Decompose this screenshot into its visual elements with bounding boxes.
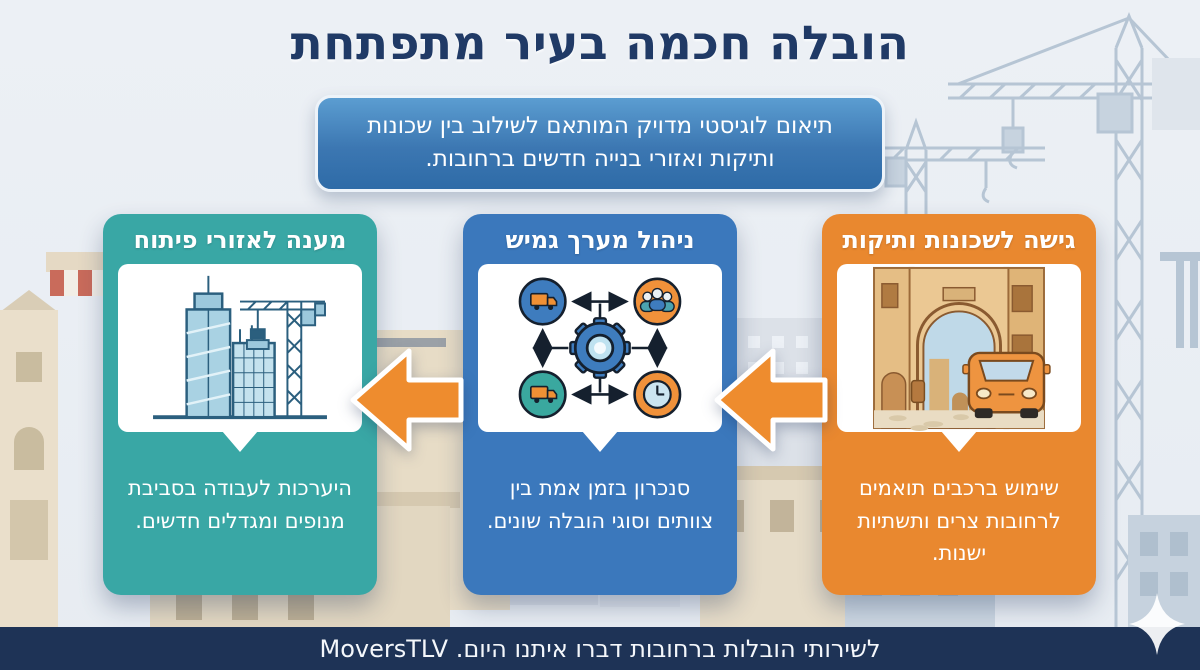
team-node (633, 277, 682, 326)
page-title: הובלה חכמה בעיר מתפתחת (290, 16, 910, 71)
truck-icon (530, 385, 558, 403)
flow-arrow-right (714, 348, 828, 452)
footer-bar: לשירותי הובלות ברחובות דברו איתנו היום. … (0, 627, 1200, 670)
card-body-neighborhoods: שימוש ברכבים תואמים לרחובות צרים ותשתיות… (857, 476, 1061, 566)
card-flexible-management: ניהול מערך גמיש (463, 214, 737, 595)
subtitle-banner: תיאום לוגיסטי מדויק המותאם לשילוב בין שכ… (315, 95, 885, 192)
team-icon (639, 287, 675, 313)
sparkle-icon (1129, 593, 1185, 655)
tower-icon (185, 275, 232, 419)
card-body-management: סנכרון בזמן אמת בין צוותים וסוגי הובלה ש… (486, 476, 714, 533)
panel-neighborhoods-illustration (837, 264, 1081, 432)
card-body-development: היערכות לעבודה בסביבת מנופים ומגדלים חדש… (127, 476, 353, 533)
truck-node-blue (518, 277, 567, 326)
logistics-network-diagram (518, 277, 682, 419)
footer-text: לשירותי הובלות ברחובות דברו איתנו היום. … (319, 634, 881, 663)
flow-arrow-left (350, 348, 464, 452)
card-title-neighborhoods: גישה לשכונות ותיקות (842, 226, 1076, 254)
card-title-management: ניהול מערך גמיש (505, 226, 695, 254)
van-icon (962, 351, 1051, 419)
truck-icon (530, 292, 558, 311)
card-development-areas: מענה לאזורי פיתוח (103, 214, 377, 595)
connector-arrows (532, 291, 668, 405)
clock-node (633, 370, 682, 419)
truck-node-teal (518, 370, 567, 419)
old-alley-illustration (873, 266, 1051, 432)
card-old-neighborhoods: גישה לשכונות ותיקות (822, 214, 1096, 595)
panel-development-illustration (118, 264, 362, 432)
cobblestones (888, 414, 969, 432)
gear-icon (569, 317, 631, 379)
clock-icon (642, 380, 672, 409)
card-title-development: מענה לאזורי פיתוח (133, 226, 347, 254)
construction-site-illustration (153, 275, 327, 420)
panel-management-illustration (478, 264, 722, 432)
crane-icon (240, 300, 326, 418)
